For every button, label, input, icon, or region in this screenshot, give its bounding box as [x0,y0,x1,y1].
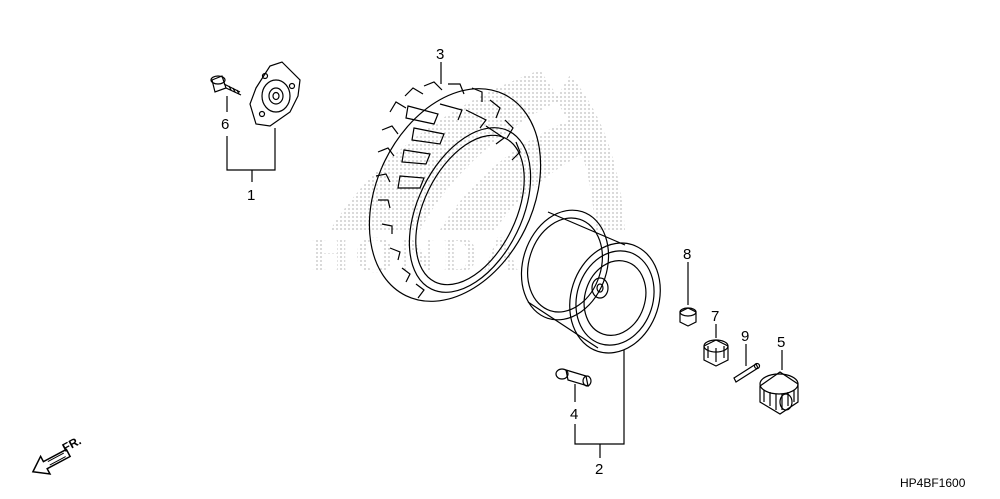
leader-lines [226,62,783,458]
label-wheel-assembly: 2 [595,461,603,478]
hex-nut-part [679,307,697,327]
label-castle-nut: 7 [711,308,719,325]
honda-watermark-logo: HONDA [310,70,625,284]
label-hub: 1 [247,187,255,204]
label-cap-nut: 5 [777,334,785,351]
front-direction-arrow [31,448,72,475]
hub-part [249,61,301,127]
tire-part [368,81,542,302]
label-hex-nut: 8 [683,246,691,263]
watermark-text: HONDA [310,227,524,284]
cotter-pin-part [733,362,761,383]
diagram-code: HP4BF1600 [900,476,966,490]
valve-part [555,368,592,387]
cap-nut-part [759,371,799,415]
label-valve: 4 [570,406,578,423]
wheel-rim-part [520,209,661,354]
label-cotter-pin: 9 [741,328,749,345]
bolt-part [210,75,242,96]
label-bolt: 6 [221,116,229,133]
castle-nut-part [703,339,729,367]
label-tire: 3 [436,46,444,63]
